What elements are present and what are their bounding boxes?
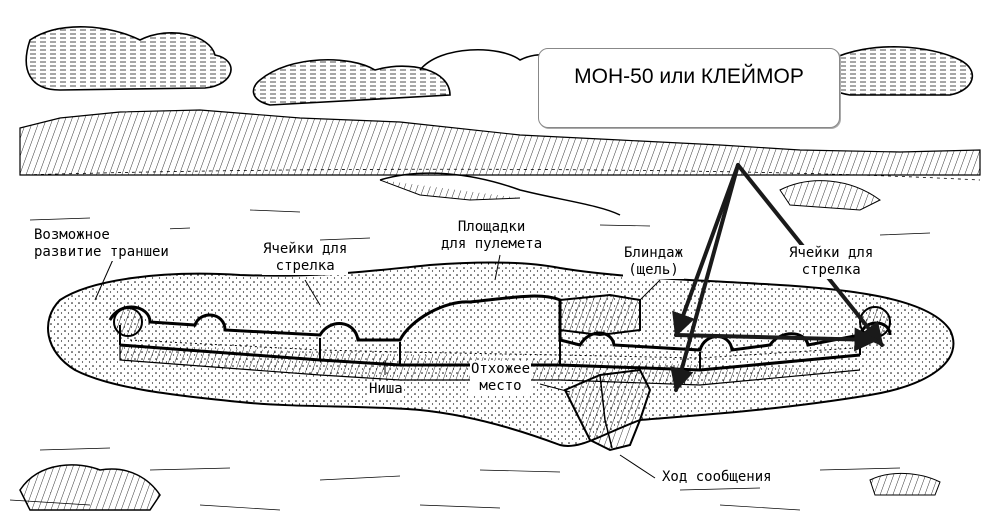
direction-arrow-icon	[674, 327, 879, 352]
label-rifle-cells-left: Ячейки для стрелка	[262, 241, 349, 275]
label-machine-gun-platforms: Площадки для пулемета	[440, 219, 544, 253]
label-latrine: Отхожее место	[470, 361, 532, 395]
direction-arrow-icon	[670, 163, 740, 393]
label-trench-development: Возможное развитие траншеи	[33, 227, 170, 261]
leader-lines	[94, 254, 661, 479]
foreground-bushes	[19, 464, 941, 511]
direction-arrow-icon	[672, 163, 740, 338]
label-rifle-cells-right: Ячейки для стрелка	[788, 245, 875, 279]
label-dugout: Блиндаж (щель)	[623, 245, 685, 279]
title-text: МОН-50 или КЛЕЙМОР	[574, 65, 804, 88]
label-niche: Ниша	[368, 381, 404, 398]
label-communication-trench: Ход сообщения	[661, 469, 773, 486]
clouds	[25, 26, 974, 126]
title-callout: МОН-50 или КЛЕЙМОР	[538, 48, 840, 128]
horizon	[19, 109, 981, 216]
